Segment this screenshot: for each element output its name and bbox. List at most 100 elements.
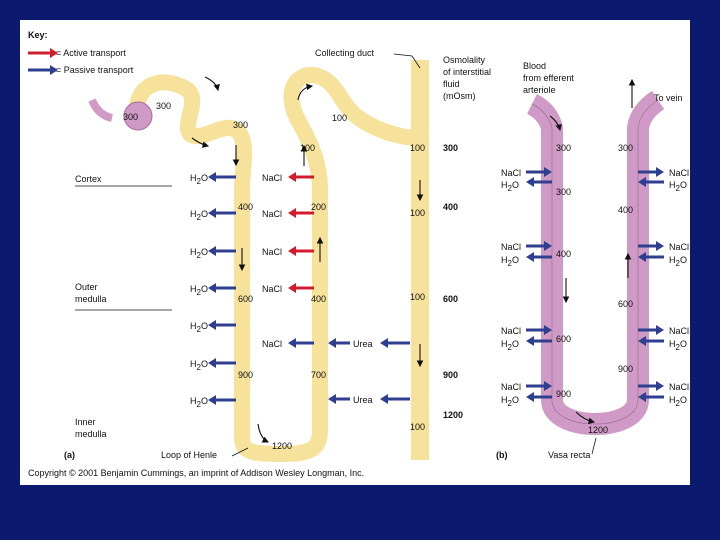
svg-text:H2O: H2O: [501, 395, 519, 408]
water-exit-1: H2O: [190, 172, 236, 186]
svg-text:H2O: H2O: [501, 255, 519, 268]
svg-text:NaCl: NaCl: [501, 382, 521, 392]
osmolality-header-4: (mOsm): [443, 91, 476, 101]
glomerulus-value-1: 300: [123, 112, 138, 122]
svg-text:H2O: H2O: [669, 395, 687, 408]
osmolality-header-3: fluid: [443, 79, 460, 89]
right-exchange-3: NaCl H2O: [638, 325, 689, 352]
figure-panel: Key: = Active transport = Passive transp…: [20, 20, 690, 485]
water-exit-4: H2O: [190, 283, 236, 297]
water-exit-7: H2O: [190, 395, 236, 409]
svg-text:H2O: H2O: [190, 209, 208, 222]
flow-arrows-panel-b: [549, 78, 636, 425]
vasa-left-900: 900: [556, 389, 571, 399]
svg-text:NaCl: NaCl: [262, 339, 282, 349]
svg-text:NaCl: NaCl: [501, 242, 521, 252]
svg-text:H2O: H2O: [190, 359, 208, 372]
urea-arrow-to-loop-1: [328, 338, 350, 348]
svg-text:H2O: H2O: [501, 180, 519, 193]
blood-label-2: from efferent: [523, 73, 574, 83]
right-exchange-2: NaCl H2O: [638, 241, 689, 268]
vasa-right-900: 900: [618, 364, 633, 374]
passive-transport-key-arrow: [28, 65, 58, 75]
water-exit-2: H2O: [190, 208, 236, 222]
svg-text:NaCl: NaCl: [262, 247, 282, 257]
urea-exit-1: Urea: [353, 338, 410, 349]
svg-text:Urea: Urea: [353, 395, 373, 405]
osmolality-400: 400: [443, 202, 458, 212]
water-exit-3: H2O: [190, 246, 236, 260]
panel-b-label: (b): [496, 450, 508, 460]
osmolality-1200: 1200: [443, 410, 463, 420]
descending-value-600: 600: [238, 294, 253, 304]
right-exchange-4: NaCl H2O: [638, 381, 689, 408]
descending-value-900: 900: [238, 370, 253, 380]
loop-of-henle-label: Loop of Henle: [161, 450, 217, 460]
svg-text:NaCl: NaCl: [669, 382, 689, 392]
key-active-label: = Active transport: [56, 48, 126, 58]
vasa-left-300a: 300: [556, 143, 571, 153]
glomerulus: [123, 101, 153, 131]
descending-limb-water-exits: H2O H2O H2O H2O H2O H2O H2O: [190, 172, 236, 409]
nacl-active-2: NaCl: [262, 208, 314, 219]
svg-text:H2O: H2O: [669, 339, 687, 352]
left-exchange-4: NaCl H2O: [501, 381, 552, 408]
left-exchange-1: NaCl H2O: [501, 167, 552, 193]
zone-outer-2: medulla: [75, 294, 107, 304]
ascending-value-400: 400: [311, 294, 326, 304]
collecting-duct-leader: [393, 53, 421, 69]
collecting-value-4: 100: [410, 422, 425, 432]
left-exchange-2: NaCl H2O: [501, 241, 552, 268]
zone-cortex: Cortex: [75, 174, 102, 184]
osmolality-600: 600: [443, 294, 458, 304]
vasa-recta-vessel: [526, 90, 665, 435]
svg-text:H2O: H2O: [669, 180, 687, 193]
vasa-left-600: 600: [556, 334, 571, 344]
svg-text:H2O: H2O: [190, 396, 208, 409]
ascending-value-200: 200: [311, 202, 326, 212]
vasa-recta-label: Vasa recta: [548, 450, 590, 460]
water-exit-6: H2O: [190, 358, 236, 372]
descending-value-400: 400: [238, 202, 253, 212]
ascending-limb-nacl-passive: NaCl: [262, 338, 314, 349]
svg-text:NaCl: NaCl: [501, 326, 521, 336]
to-vein-label: To vein: [654, 93, 683, 103]
collecting-value-2: 100: [410, 208, 425, 218]
loop-bottom-value: 1200: [272, 441, 292, 451]
svg-text:H2O: H2O: [669, 255, 687, 268]
glomerulus-value-2: 300: [156, 101, 171, 111]
zone-inner-1: Inner: [75, 417, 96, 427]
vasa-left-300b: 300: [556, 187, 571, 197]
collecting-duct-label-text: Collecting duct: [315, 48, 375, 58]
vasa-right-300: 300: [618, 143, 633, 153]
nacl-active-1: NaCl: [262, 172, 314, 183]
osmolality-300: 300: [443, 143, 458, 153]
ascending-value-700: 700: [311, 370, 326, 380]
svg-text:NaCl: NaCl: [262, 209, 282, 219]
svg-text:NaCl: NaCl: [669, 242, 689, 252]
collecting-value-3: 100: [410, 292, 425, 302]
loop-leader: [231, 447, 249, 457]
svg-text:NaCl: NaCl: [262, 173, 282, 183]
panel-a-label: (a): [64, 450, 75, 460]
nacl-active-4: NaCl: [262, 283, 314, 294]
ascending-value-100: 100: [300, 143, 315, 153]
vasa-right-exchange: NaCl H2O NaCl H2O NaCl H2O NaCl H2O: [638, 167, 689, 408]
vasa-bottom-1200: 1200: [588, 425, 608, 435]
copyright-notice: Copyright © 2001 Benjamin Cummings, an i…: [28, 468, 364, 478]
osmolality-header-2: of interstitial: [443, 67, 491, 77]
blood-label-1: Blood: [523, 61, 546, 71]
svg-text:H2O: H2O: [190, 321, 208, 334]
vasa-right-400: 400: [618, 205, 633, 215]
svg-text:NaCl: NaCl: [669, 168, 689, 178]
zone-outer-1: Outer: [75, 282, 98, 292]
urea-exit-2: Urea: [353, 394, 410, 405]
svg-text:H2O: H2O: [190, 284, 208, 297]
osmolality-header-1: Osmolality: [443, 55, 486, 65]
svg-text:Urea: Urea: [353, 339, 373, 349]
vasa-recta-leader: [591, 437, 597, 455]
vasa-left-exchange: NaCl H2O NaCl H2O NaCl H2O NaCl H2O: [501, 167, 552, 408]
urea-arrow-to-loop-2: [328, 394, 350, 404]
kidney-countercurrent-diagram: Key: = Active transport = Passive transp…: [28, 30, 689, 478]
svg-text:H2O: H2O: [190, 247, 208, 260]
